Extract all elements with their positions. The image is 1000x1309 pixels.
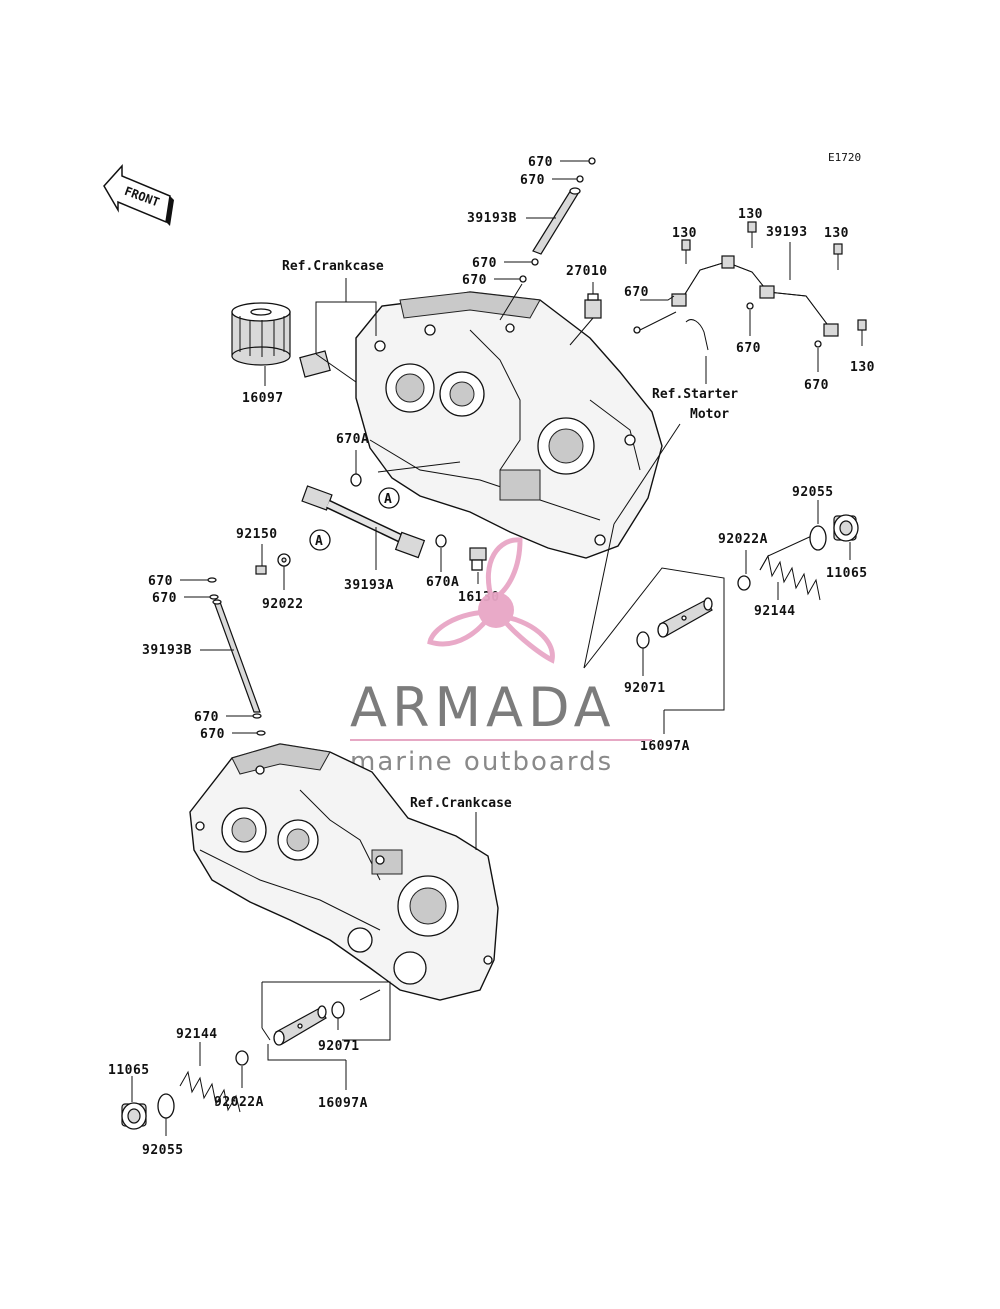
label-92022A-upper: 92022A [718, 532, 768, 547]
o-ring-670-g [814, 340, 822, 348]
label-39193A: 39193A [344, 578, 394, 593]
sensor-16130 [469, 547, 487, 571]
snap-ring-92071-lower [331, 1001, 345, 1019]
label-39193B-top: 39193B [467, 211, 517, 226]
spring-92144-lower [179, 1070, 241, 1113]
svg-text:A: A [384, 492, 392, 507]
washer-92022A-lower [235, 1050, 249, 1066]
label-670-11: 670 [200, 727, 225, 742]
label-670-10: 670 [194, 710, 219, 725]
o-ring-670-i [184, 594, 219, 600]
oil-pipe-39193B-lower [212, 599, 261, 713]
label-130-a: 130 [672, 226, 697, 241]
plug-11065-lower [121, 1102, 147, 1130]
bolt-130-b [747, 221, 757, 248]
spring-92144-upper [759, 533, 821, 601]
o-ring-670-h [180, 577, 217, 583]
o-ring-670A-b [435, 534, 447, 548]
o-ring-670-k [232, 730, 266, 736]
label-11065-lower: 11065 [108, 1063, 150, 1078]
label-92071-lower: 92071 [318, 1039, 360, 1054]
watermark-brand: ARMADA [350, 676, 616, 739]
group-bracket-16097A-lower [262, 981, 391, 1041]
label-16097A-lower: 16097A [318, 1096, 368, 1111]
bolt-130-c [833, 243, 843, 270]
oil-pipe-39193B-top [532, 187, 581, 255]
o-ring-670-j [226, 713, 262, 719]
label-92071-upper: 92071 [624, 681, 666, 696]
o-ring-92055-upper [809, 525, 827, 551]
filter-nipple [299, 350, 331, 378]
label-670-2: 670 [520, 173, 545, 188]
svg-text:A: A [315, 534, 323, 549]
o-ring-670-d [494, 275, 527, 283]
label-92144-lower: 92144 [176, 1027, 218, 1042]
label-670-4: 670 [462, 273, 487, 288]
valve-16097A-upper [657, 597, 713, 638]
o-ring-670-b [552, 175, 584, 183]
ref-starter-line1: Ref.Starter [652, 387, 738, 402]
label-670A-a: 670A [336, 432, 369, 447]
oil-filter [231, 302, 291, 366]
label-92022: 92022 [262, 597, 304, 612]
label-670-5: 670 [624, 285, 649, 300]
label-670-1: 670 [528, 155, 553, 170]
o-ring-670-f [746, 302, 754, 310]
o-ring-670A-a [350, 473, 362, 487]
label-670A-b: 670A [426, 575, 459, 590]
label-130-c: 130 [824, 226, 849, 241]
o-ring-92055-lower [157, 1093, 175, 1119]
label-670-6: 670 [736, 341, 761, 356]
callout-A-upper: A [378, 487, 400, 509]
label-16097A-upper: 16097A [640, 739, 690, 754]
label-16097: 16097 [242, 391, 284, 406]
front-arrow-icon: FRONT [103, 164, 174, 226]
label-27010: 27010 [566, 264, 608, 279]
watermark-tagline: marine outboards [350, 747, 613, 777]
label-39193: 39193 [766, 225, 808, 240]
diagram-code: E1720 [828, 151, 861, 164]
label-92055-lower: 92055 [142, 1143, 184, 1158]
snap-ring-92071-upper [636, 631, 650, 649]
watermark-logo-icon [427, 537, 555, 664]
bolt-92150 [255, 565, 267, 575]
label-670-9: 670 [152, 591, 177, 606]
group-bracket-16097A-upper [583, 567, 725, 711]
plug-11065-upper [833, 514, 859, 542]
o-ring-670-a [560, 157, 596, 165]
bolt-130-d [857, 319, 867, 346]
label-670-3: 670 [472, 256, 497, 271]
ref-starter-line2: Motor [690, 407, 729, 422]
ref-crankcase-top: Ref.Crankcase [282, 259, 384, 274]
oil-line-39193 [671, 255, 839, 351]
ref-crankcase-bottom: Ref.Crankcase [410, 796, 512, 811]
crankcase-lower [189, 743, 499, 1001]
callout-A-lower: A [309, 529, 331, 551]
washer-92022A-upper [737, 575, 751, 591]
o-ring-670-c [504, 258, 539, 266]
label-11065-upper: 11065 [826, 566, 868, 581]
o-ring-670-e [633, 326, 641, 334]
crankcase-upper [355, 291, 663, 559]
switch-27010 [584, 293, 602, 319]
label-670-7: 670 [804, 378, 829, 393]
bolt-130-a [681, 239, 691, 264]
valve-16097A-lower [273, 1005, 327, 1046]
label-130-d: 130 [850, 360, 875, 375]
label-92150: 92150 [236, 527, 278, 542]
label-92055-upper: 92055 [792, 485, 834, 500]
label-39193B-lower: 39193B [142, 643, 192, 658]
label-92022A-lower: 92022A [214, 1095, 264, 1110]
oil-pipe-39193A [301, 485, 426, 559]
label-130-b: 130 [738, 207, 763, 222]
label-670-8: 670 [148, 574, 173, 589]
label-92144-upper: 92144 [754, 604, 796, 619]
